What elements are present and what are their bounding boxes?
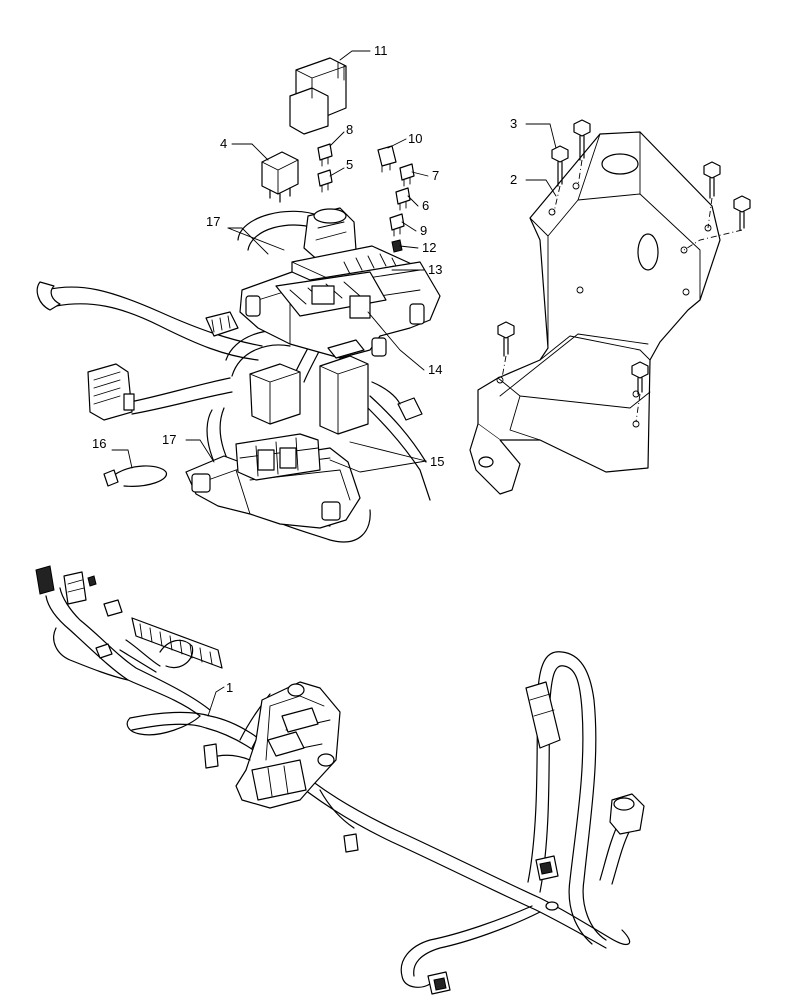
callout-10: 10 (408, 131, 422, 146)
bolt-3[interactable] (551, 145, 569, 213)
callout-15: 15 (430, 454, 444, 469)
fuse-9[interactable] (389, 213, 405, 237)
callout-5: 5 (346, 157, 353, 172)
mounting-bracket-2[interactable] (469, 131, 721, 495)
callout-2: 2 (510, 172, 517, 187)
bolt-3[interactable] (703, 161, 721, 229)
fuse-7[interactable] (399, 163, 415, 187)
fuse-5[interactable] (317, 169, 333, 193)
bolt-3[interactable] (573, 119, 591, 187)
callout-3: 3 (510, 116, 517, 131)
bolt-3[interactable] (631, 361, 649, 423)
relay-11[interactable] (289, 57, 347, 135)
wire-harness-1[interactable] (35, 565, 645, 995)
bolt-3[interactable] (683, 195, 751, 251)
callout-9: 9 (420, 223, 427, 238)
fuse-8[interactable] (317, 143, 333, 167)
callout-6: 6 (422, 198, 429, 213)
relay-4[interactable] (261, 151, 299, 203)
fuse-10[interactable] (377, 145, 397, 173)
leader-lines (111, 50, 557, 717)
callout-17-lower: 17 (162, 432, 176, 447)
callout-12: 12 (422, 240, 436, 255)
callout-11: 11 (374, 43, 388, 58)
callouts: 11 4 8 5 10 7 6 9 12 13 14 3 2 17 17 16 … (92, 43, 517, 695)
diode-12[interactable] (391, 239, 403, 253)
cable-tie-16[interactable] (103, 465, 167, 487)
callout-13: 13 (428, 262, 442, 277)
callout-7: 7 (432, 168, 439, 183)
bolt-3[interactable] (497, 321, 515, 379)
callout-8: 8 (346, 122, 353, 137)
callout-17-upper: 17 (206, 214, 220, 229)
fuse-6[interactable] (395, 187, 411, 211)
callout-14: 14 (428, 362, 442, 377)
fuse-relay-assembly[interactable] (36, 207, 441, 543)
callout-4: 4 (220, 136, 227, 151)
callout-16: 16 (92, 436, 106, 451)
callout-1: 1 (226, 680, 233, 695)
